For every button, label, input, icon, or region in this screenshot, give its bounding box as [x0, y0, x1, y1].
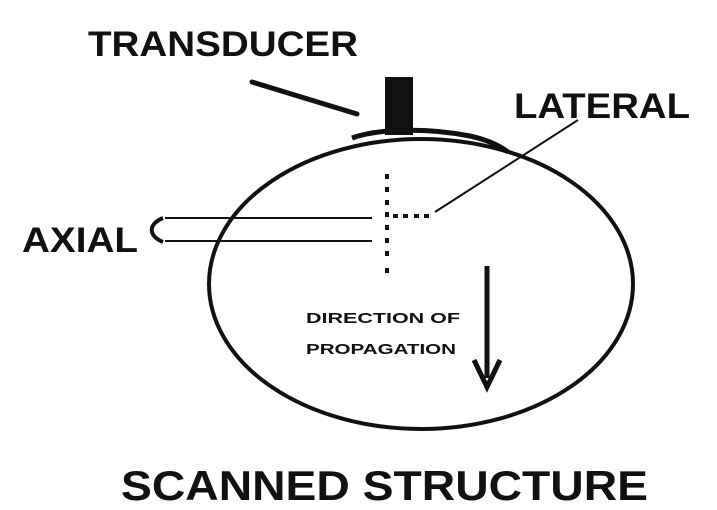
transducer-label: TRANSDUCER [88, 25, 358, 64]
beam-dot [385, 268, 389, 273]
beam-dot [385, 238, 389, 243]
beam-dot [385, 187, 389, 192]
beam-dot [414, 214, 419, 218]
axial-bracket [149, 216, 164, 244]
beam-dot [424, 214, 429, 218]
beam-dot [393, 214, 398, 218]
scanned-structure-outline [207, 137, 635, 431]
transducer-block [385, 77, 413, 135]
direction-label-line1: DIRECTION OF [306, 310, 460, 327]
beam-dot [403, 214, 408, 218]
lateral-leader-line [434, 119, 579, 213]
transducer-contact-surface [351, 127, 510, 155]
axial-label: AXIAL [22, 221, 138, 260]
beam-dots-lateral [393, 214, 429, 218]
beam-dot [385, 174, 389, 179]
beam-dot [385, 251, 389, 256]
direction-label-line2: PROPAGATION [306, 341, 456, 358]
beam-dot [385, 212, 389, 217]
diagram-caption: SCANNED STRUCTURE [121, 462, 648, 509]
lateral-label: LATERAL [514, 87, 690, 126]
transducer-leader-line [249, 79, 360, 117]
propagation-arrow-head [471, 358, 503, 393]
beam-dot [385, 225, 389, 230]
beam-dot [385, 200, 389, 205]
beam-dots-axial [385, 174, 389, 273]
